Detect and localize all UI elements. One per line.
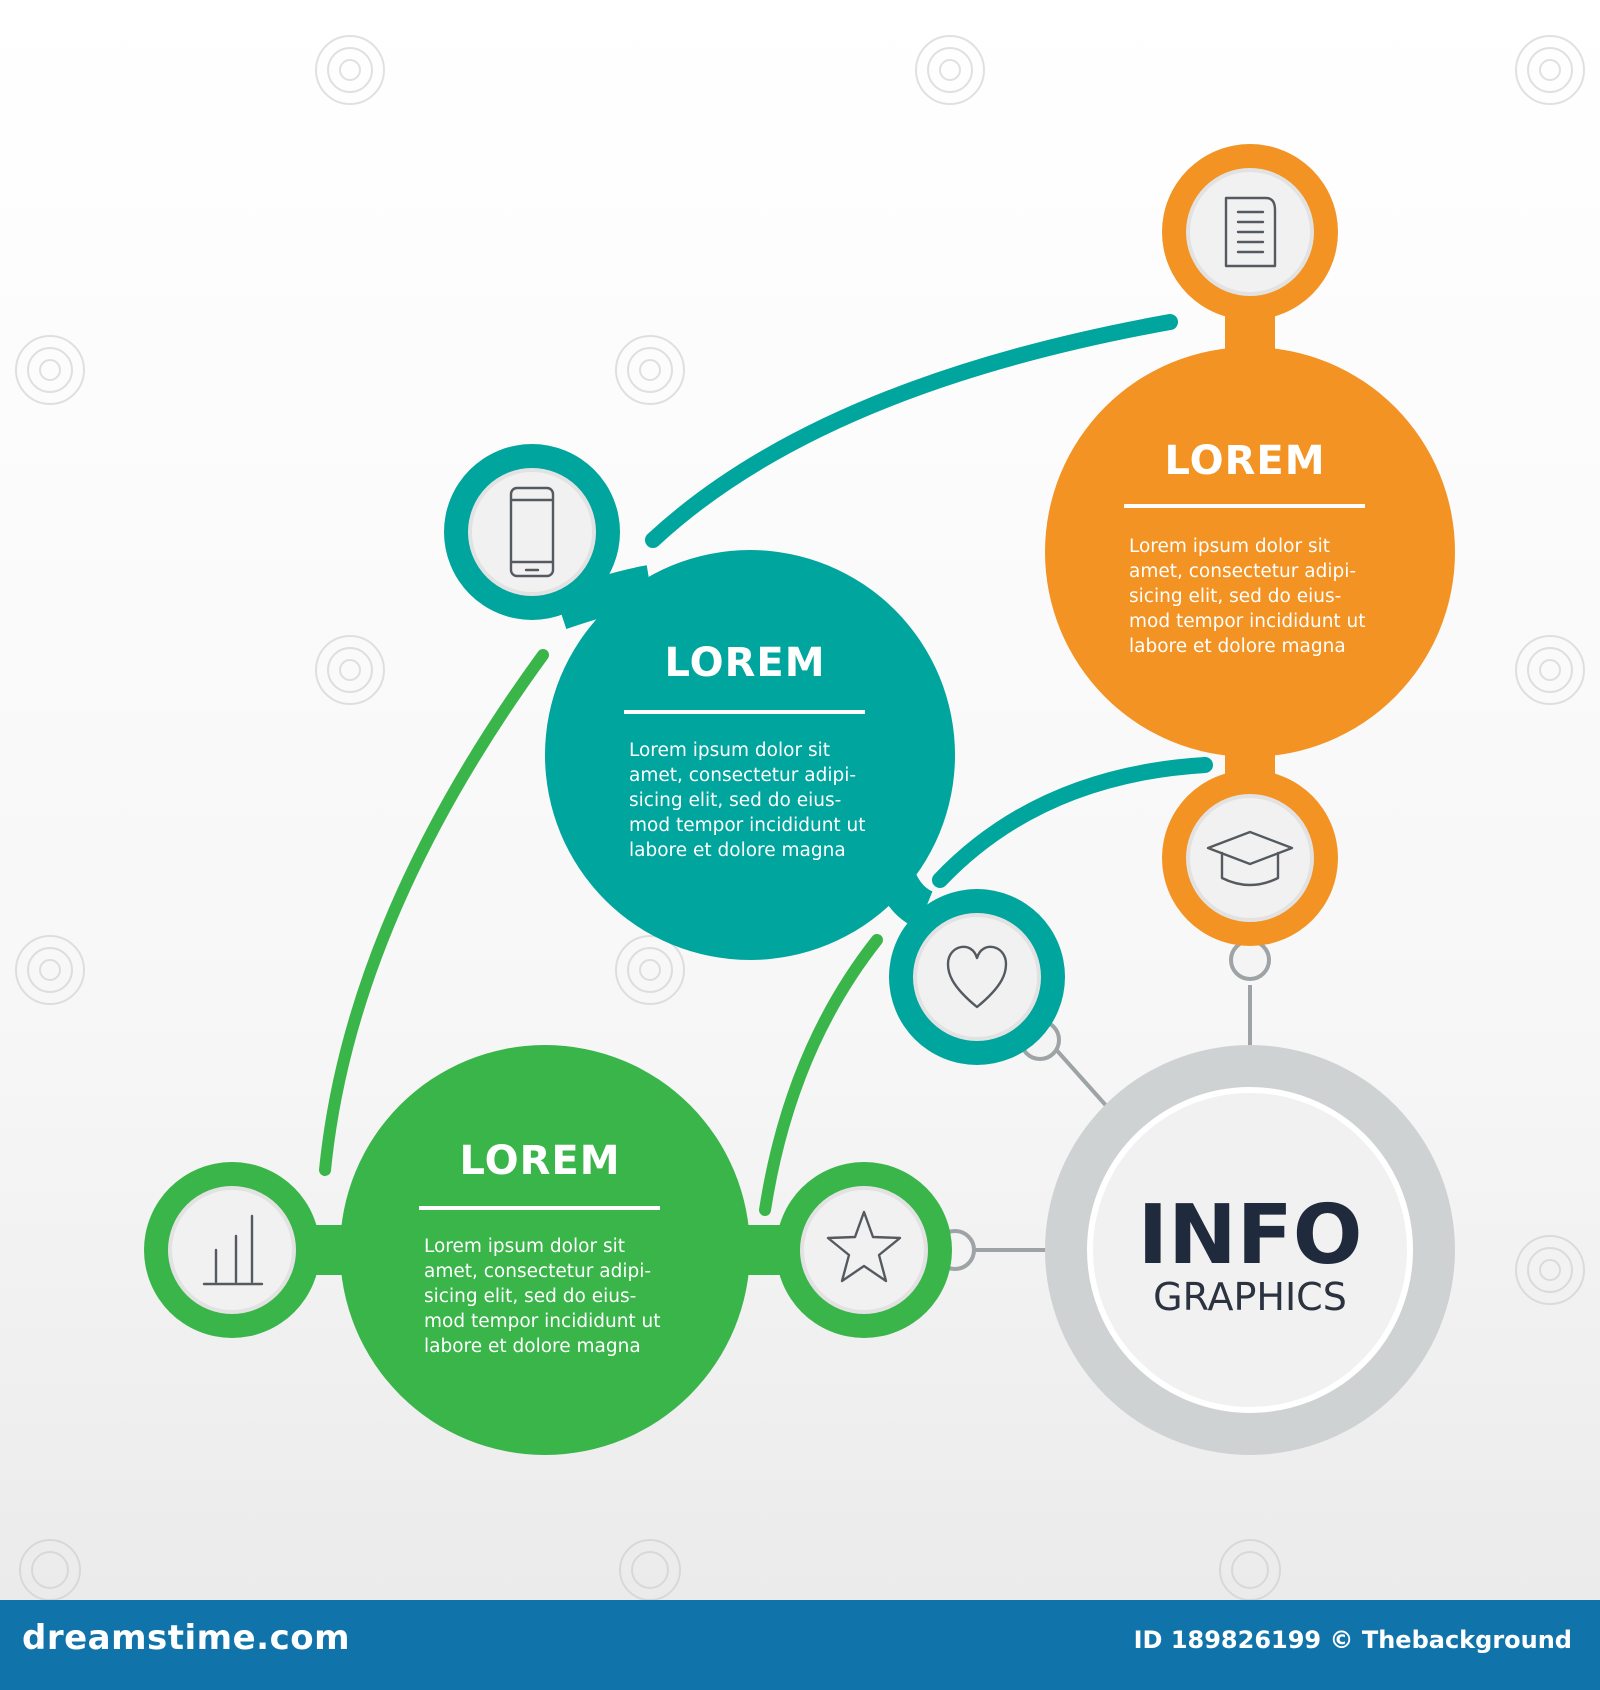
footer-bar: dreamstime.com ID 189826199 © Thebackgro… [0, 1600, 1600, 1690]
hub-inner-disc [1087, 1087, 1413, 1413]
infographic-diagram: LOREM Lorem ipsum dolor sit amet, consec… [15, 35, 1585, 1600]
graduation-cap-icon-disc [1186, 794, 1314, 922]
node-green: LOREM Lorem ipsum dolor sit amet, consec… [144, 1045, 952, 1455]
node-teal: LOREM Lorem ipsum dolor sit amet, consec… [444, 444, 1065, 1065]
mobile-phone-icon [509, 486, 555, 578]
node-orange-body-line: mod tempor incididunt ut [1129, 611, 1366, 632]
watermark-layer [15, 35, 1585, 1600]
node-green-body-line: amet, consectetur adipi- [424, 1261, 651, 1282]
node-teal-body-line: amet, consectetur adipi- [629, 765, 856, 786]
node-orange-body-line: amet, consectetur adipi- [1129, 561, 1356, 582]
mobile-phone-icon-disc [468, 468, 596, 596]
node-green-circle [340, 1045, 750, 1455]
heart-icon [946, 945, 1008, 1009]
document-icon [1224, 196, 1277, 268]
node-teal-body-line: sicing elit, sed do eius- [629, 790, 841, 811]
node-green-body-line: Lorem ipsum dolor sit [424, 1236, 625, 1257]
node-orange: LOREM Lorem ipsum dolor sit amet, consec… [1045, 144, 1455, 946]
star-icon-disc [800, 1186, 928, 1314]
graduation-cap-icon [1206, 830, 1294, 887]
node-green-body-line: labore et dolore magna [424, 1336, 641, 1357]
footer-image-id: ID 189826199 © Thebackground [1133, 1626, 1572, 1654]
node-orange-circle [1045, 347, 1455, 757]
node-orange-body-line: sicing elit, sed do eius- [1129, 586, 1341, 607]
node-teal-body-line: mod tempor incididunt ut [629, 815, 866, 836]
node-orange-body-line: Lorem ipsum dolor sit [1129, 536, 1330, 557]
bar-chart-icon-disc [168, 1186, 296, 1314]
footer-brand: dreamstime.com [22, 1618, 351, 1658]
node-orange-title: LOREM [1165, 438, 1326, 484]
connection-arcs [319, 314, 1213, 1216]
node-green-body-line: sicing elit, sed do eius- [424, 1286, 636, 1307]
star-icon [826, 1210, 902, 1283]
hub-title: INFO [1138, 1188, 1363, 1283]
heart-icon-disc [913, 913, 1041, 1041]
node-teal-circle [545, 550, 955, 960]
node-teal-body-line: labore et dolore magna [629, 840, 846, 861]
node-green-title: LOREM [460, 1138, 621, 1184]
node-green-body-line: mod tempor incididunt ut [424, 1311, 661, 1332]
node-orange-body-line: labore et dolore magna [1129, 636, 1346, 657]
hub-subtitle: GRAPHICS [1153, 1275, 1347, 1319]
node-teal-body-line: Lorem ipsum dolor sit [629, 740, 830, 761]
hub: INFO GRAPHICS [1045, 1045, 1455, 1455]
bar-chart-icon [202, 1214, 264, 1286]
node-teal-title: LOREM [665, 640, 826, 686]
